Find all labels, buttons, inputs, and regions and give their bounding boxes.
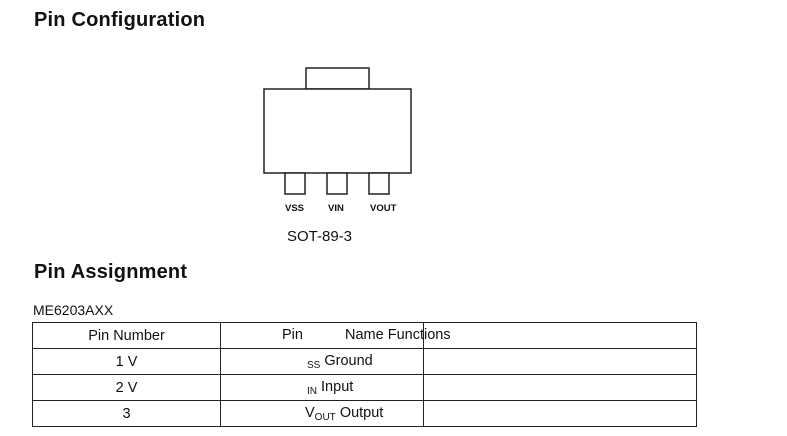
pin-number-cell: 3 xyxy=(32,400,221,427)
function-cell xyxy=(423,400,697,427)
package-tab xyxy=(305,67,370,90)
table-row: 1 V SS Ground xyxy=(32,348,697,375)
table-row: 3 VOUT Output xyxy=(32,400,697,427)
table-header-row: Pin Number Pin Name Functions xyxy=(32,322,697,349)
pin-label-vss: VSS xyxy=(285,203,305,214)
pin-2-lead xyxy=(326,172,348,195)
pin-name-cell: VOUT Output xyxy=(220,400,424,427)
pin-name-text: IN Input xyxy=(307,379,354,397)
pin-1-lead xyxy=(284,172,306,195)
pin-name-text: VOUT Output xyxy=(305,405,384,423)
header-pin-number: Pin Number xyxy=(32,322,221,349)
header-functions-cell xyxy=(423,322,697,349)
package-body xyxy=(263,88,412,174)
pin-number-cell: 2 V xyxy=(32,374,221,401)
function-cell xyxy=(423,348,697,375)
section-title-pin-assignment: Pin Assignment xyxy=(34,261,188,283)
header-pin-name: Pin Name Functions xyxy=(220,322,451,349)
pin-name-cell: IN Input xyxy=(220,374,424,401)
pin-label-vout: VOUT xyxy=(370,203,397,214)
header-pin-label: Pin xyxy=(282,327,303,343)
part-number: ME6203AXX xyxy=(33,302,114,318)
section-title-pin-configuration: Pin Configuration xyxy=(34,9,206,31)
pin-name-text: SS Ground xyxy=(307,353,373,371)
pin-number-cell: 1 V xyxy=(32,348,221,375)
package-name: SOT-89-3 xyxy=(287,228,353,245)
function-cell xyxy=(423,374,697,401)
pin-3-lead xyxy=(368,172,390,195)
pin-label-vin: VIN xyxy=(328,203,344,214)
pin-assignment-table: Pin Number Pin Name Functions 1 V SS Gro… xyxy=(32,322,697,427)
pin-name-cell: SS Ground xyxy=(220,348,424,375)
table-row: 2 V IN Input xyxy=(32,374,697,401)
